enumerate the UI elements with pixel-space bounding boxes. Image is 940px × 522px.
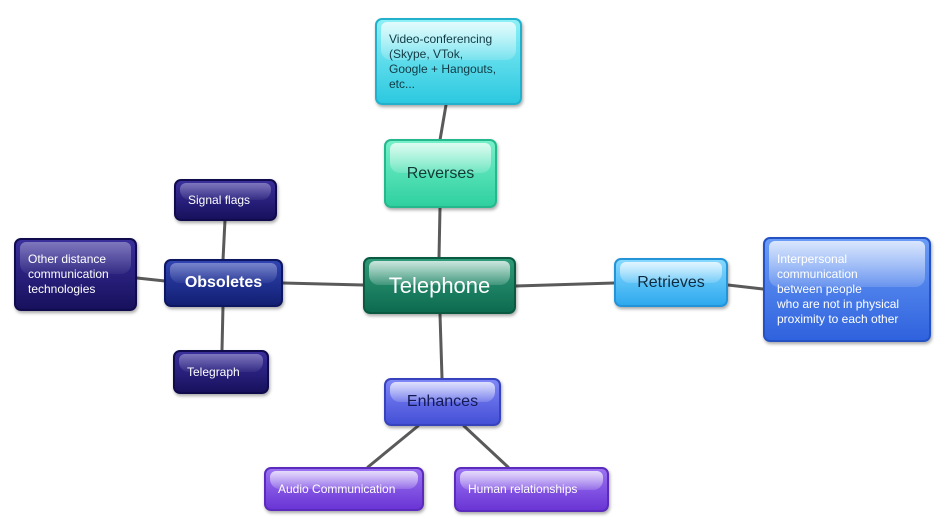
category-label-reverses: Reverses bbox=[406, 164, 475, 182]
category-node-retrieves[interactable]: Retrieves bbox=[614, 258, 728, 307]
item-node-interpersonal[interactable]: Interpersonal communication between peop… bbox=[763, 237, 931, 342]
item-label-other-distance: Other distance communication technologie… bbox=[28, 252, 109, 296]
center-node-label: Telephone bbox=[388, 272, 491, 298]
item-label-human-relationships: Human relationships bbox=[468, 482, 578, 496]
item-node-audio-communication[interactable]: Audio Communication bbox=[264, 467, 424, 511]
item-node-telegraph[interactable]: Telegraph bbox=[173, 350, 269, 394]
item-label-video-conferencing: Video-conferencing (Skype, VTok, Google … bbox=[389, 31, 497, 91]
item-node-video-conferencing[interactable]: Video-conferencing (Skype, VTok, Google … bbox=[375, 18, 522, 105]
category-node-enhances[interactable]: Enhances bbox=[384, 378, 501, 426]
item-label-signal-flags: Signal flags bbox=[188, 192, 251, 207]
connector-enhances-human bbox=[462, 424, 510, 469]
item-node-signal-flags[interactable]: Signal flags bbox=[174, 179, 277, 221]
category-label-enhances: Enhances bbox=[406, 393, 479, 410]
connector-retrieves-interpersonal bbox=[726, 283, 765, 291]
item-node-other-distance[interactable]: Other distance communication technologie… bbox=[14, 238, 137, 311]
connector-center-obsoletes bbox=[281, 281, 365, 287]
connector-reverses-video bbox=[438, 103, 448, 142]
item-label-telegraph: Telegraph bbox=[187, 364, 240, 379]
category-label-retrieves: Retrieves bbox=[637, 273, 705, 291]
item-label-interpersonal: Interpersonal communication between peop… bbox=[777, 252, 900, 326]
connector-center-reverses bbox=[437, 206, 442, 260]
connector-center-enhances bbox=[438, 312, 444, 380]
connector-center-retrieves bbox=[514, 281, 616, 288]
connector-obsoletes-telegraph bbox=[220, 304, 225, 352]
category-node-obsoletes[interactable]: Obsoletes bbox=[164, 259, 283, 307]
connector-obsoletes-signal bbox=[221, 218, 227, 262]
category-node-reverses[interactable]: Reverses bbox=[384, 139, 497, 208]
connector-enhances-audio bbox=[366, 424, 420, 469]
item-label-audio-communication: Audio Communication bbox=[278, 481, 396, 496]
item-node-human-relationships[interactable]: Human relationships bbox=[454, 467, 609, 512]
connector-obsoletes-other bbox=[135, 276, 167, 283]
category-label-obsoletes: Obsoletes bbox=[184, 274, 263, 291]
center-node-telephone[interactable]: Telephone bbox=[363, 257, 516, 314]
